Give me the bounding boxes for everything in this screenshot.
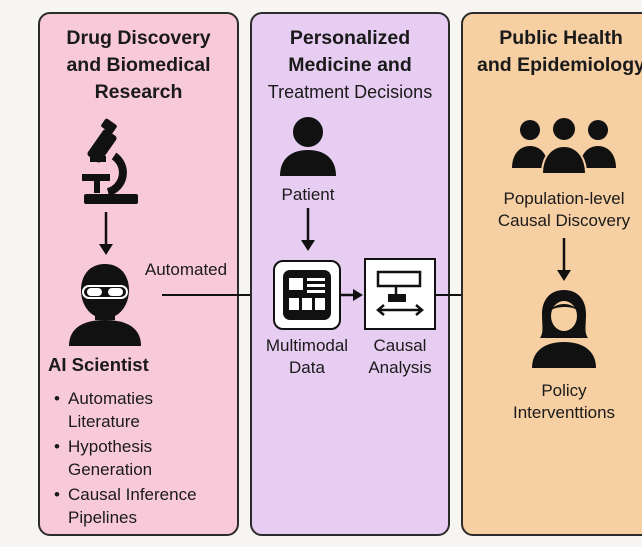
arrow-down xyxy=(301,208,315,251)
title-line: Treatment Decisions xyxy=(267,82,433,102)
title-line: Drug Discovery xyxy=(66,27,211,49)
population-causal-discovery-label: Population-level Causal Discovery xyxy=(497,189,631,230)
id-card-icon xyxy=(283,270,331,320)
automated-label: Automated xyxy=(144,260,228,279)
title-line: and Biomedical xyxy=(66,54,211,76)
arrow-right xyxy=(341,289,363,301)
scientist-with-goggles-icon xyxy=(69,264,141,346)
group-of-people-icon xyxy=(512,116,616,175)
arrow-down xyxy=(557,238,571,281)
panel-drug-discovery xyxy=(38,12,239,536)
panel-public-health xyxy=(461,12,642,536)
microscope-icon xyxy=(82,118,138,204)
person-icon xyxy=(280,117,336,176)
multimodal-data-label: Multimodal Data xyxy=(265,336,349,377)
causal-analysis-label: Causal Analysis xyxy=(368,336,432,377)
policy-interventions-label: Policy Interventtions xyxy=(512,381,616,422)
title-line: and Epidemiology xyxy=(477,54,642,76)
title-line: Public Health xyxy=(499,27,623,49)
title-line: Research xyxy=(94,81,183,103)
patient-label: Patient xyxy=(281,185,335,204)
flowchart-icon xyxy=(376,270,424,316)
ai-scientist-label: AI Scientist xyxy=(48,354,149,375)
title-line: Personalized xyxy=(289,27,411,49)
person-female-icon xyxy=(532,290,596,368)
causal-analysis-box xyxy=(364,258,436,330)
panel-drug-title: Drug Discovery and Biomedical Research xyxy=(38,25,239,106)
panel-public-title: Public Health and Epidemiology xyxy=(461,25,642,79)
panel-personalized-title: Personalized Medicine and Treatment Deci… xyxy=(250,25,450,106)
title-line: Medicine and xyxy=(288,54,412,76)
multimodal-data-box xyxy=(273,260,341,330)
arrow-down xyxy=(99,212,113,255)
